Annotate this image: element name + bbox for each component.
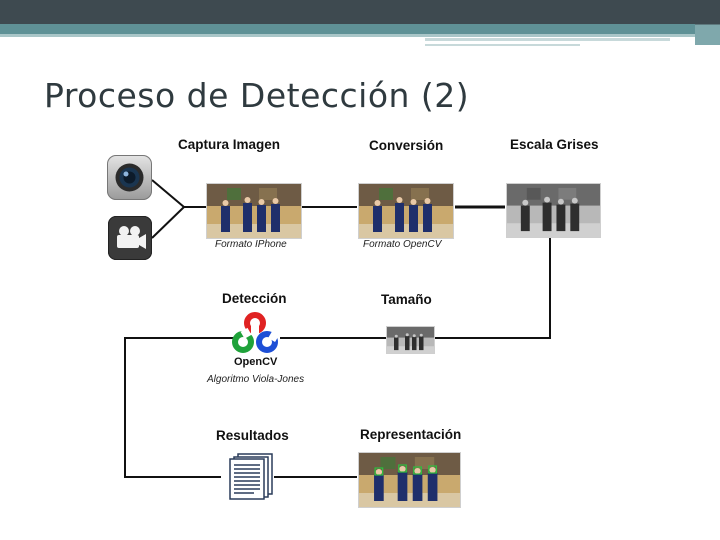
- label-conversion: Conversión: [369, 138, 444, 153]
- header-right-block: [695, 0, 720, 45]
- photo-escala-grises: [506, 183, 601, 238]
- photo-tamano-small: [386, 326, 435, 354]
- label-representacion: Representación: [360, 427, 462, 442]
- photo-captura-iphone: [206, 183, 302, 239]
- opencv-logo-text: OpenCV: [234, 356, 278, 368]
- header-stripe: [0, 34, 720, 37]
- document-stack-icon: [228, 453, 274, 500]
- photo-conversion-opencv: [358, 183, 454, 239]
- caption-formato-opencv: Formato OpenCV: [363, 239, 442, 250]
- label-resultados: Resultados: [216, 428, 289, 443]
- caption-viola-jones: Algoritmo Viola-Jones: [207, 374, 305, 385]
- label-deteccion: Detección: [222, 291, 287, 306]
- header-accent-line: [425, 38, 670, 41]
- video-camera-icon: [108, 216, 152, 260]
- photo-representacion: [358, 452, 461, 508]
- slide-title: Proceso de Detección (2): [44, 76, 470, 115]
- label-captura-imagen: Captura Imagen: [178, 137, 281, 152]
- header-accent-line-2: [425, 44, 580, 46]
- opencv-logo: [232, 312, 280, 354]
- camera-app-icon: [107, 155, 152, 200]
- label-tamano: Tamaño: [381, 292, 432, 307]
- label-escala-grises: Escala Grises: [510, 137, 599, 152]
- header-bar-teal: [0, 24, 720, 34]
- caption-formato-iphone: Formato IPhone: [215, 239, 287, 250]
- header-bar-dark: [0, 0, 720, 24]
